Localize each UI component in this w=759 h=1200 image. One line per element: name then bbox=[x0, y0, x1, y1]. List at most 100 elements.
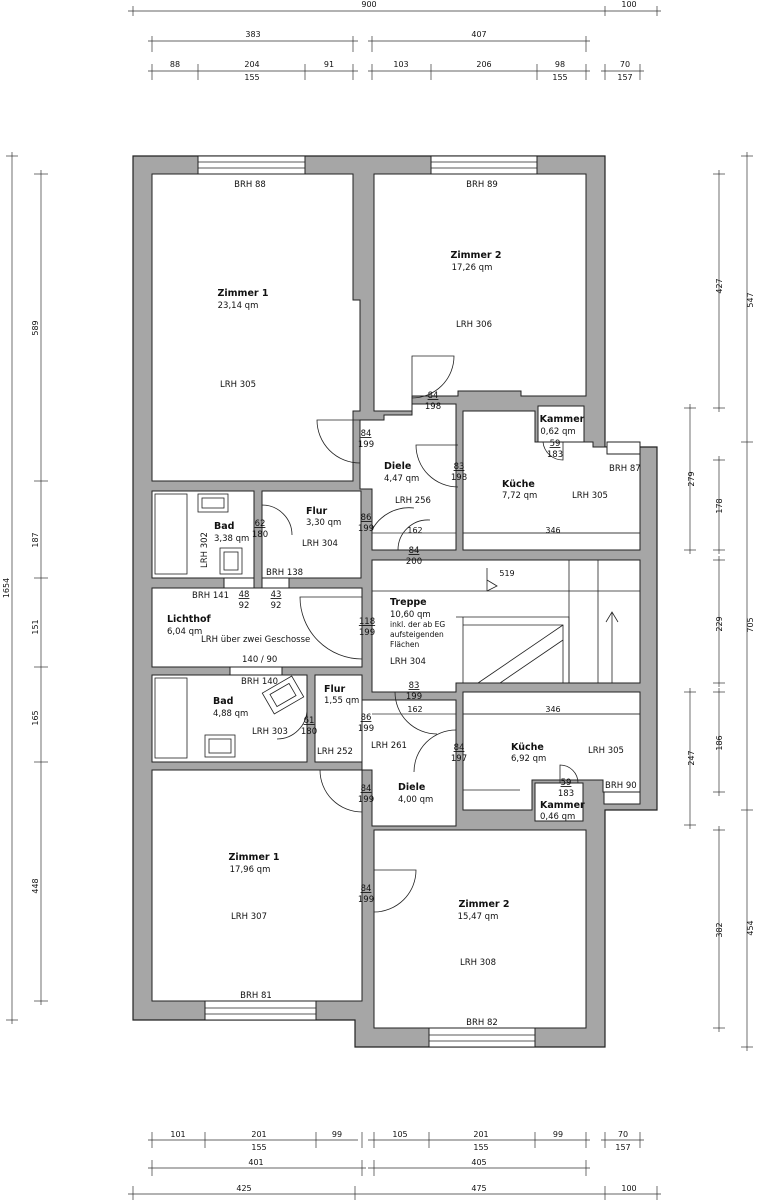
dim-left-1654: 1654 bbox=[2, 578, 11, 598]
door-height-d15: 183 bbox=[558, 789, 574, 799]
dim-left-448: 448 bbox=[31, 878, 40, 893]
dim-bottom-155a: 155 bbox=[251, 1143, 266, 1152]
lrh-lichthof: LRH über zwei Geschosse bbox=[201, 635, 310, 645]
dim-bottom-201a: 201 bbox=[251, 1130, 266, 1139]
brh-zimmer1-top: BRH 88 bbox=[234, 180, 266, 190]
brh-kueche-top: BRH 87 bbox=[609, 464, 641, 474]
room-area-flur-top: 3,30 qm bbox=[306, 518, 341, 528]
dim-inner-162-top: 162 bbox=[407, 526, 422, 535]
room-area-kammer-top: 0,62 qm bbox=[540, 427, 575, 437]
lrh-zimmer2-bottom: LRH 308 bbox=[460, 958, 496, 968]
dim-inner-346-bottom: 346 bbox=[545, 705, 560, 714]
room-name-flur-bottom: Flur bbox=[324, 684, 346, 695]
dim-top-155b: 155 bbox=[552, 73, 567, 82]
lrh-bad-top: LRH 302 bbox=[200, 532, 210, 568]
lrh-zimmer2-top: LRH 306 bbox=[456, 320, 492, 330]
room-name-lichthof: Lichthof bbox=[167, 614, 212, 625]
door-height-d14: 197 bbox=[451, 754, 467, 764]
room-name-kammer-top: Kammer bbox=[540, 414, 585, 425]
dim-top-383: 383 bbox=[245, 30, 260, 39]
room-area-zimmer2-top: 17,26 qm bbox=[452, 263, 493, 273]
room-name-kueche-top: Küche bbox=[502, 479, 535, 490]
dim-top-91: 91 bbox=[324, 60, 334, 69]
door-width-d11: 83 bbox=[409, 681, 420, 691]
door-height-d16: 199 bbox=[358, 795, 374, 805]
room-area-zimmer1-bottom: 17,96 qm bbox=[230, 865, 271, 875]
door-height-d3: 198 bbox=[451, 473, 467, 483]
lrh-diele-bottom: LRH 261 bbox=[371, 741, 407, 751]
brh-zimmer2-bottom: BRH 82 bbox=[466, 1018, 498, 1028]
dim-bottom-99b: 99 bbox=[553, 1130, 563, 1139]
room-name-bad-top: Bad bbox=[214, 521, 234, 532]
door-width-d8: 48 bbox=[239, 590, 250, 600]
note-treppe-2: aufsteigenden bbox=[390, 630, 444, 639]
dim-inner-346-top: 346 bbox=[545, 526, 560, 535]
room-area-lichthof: 6,04 qm bbox=[167, 627, 202, 637]
door-height-d5: 180 bbox=[252, 530, 268, 540]
dim-right-178: 178 bbox=[715, 498, 724, 513]
dim-top-98: 98 bbox=[555, 60, 565, 69]
brh-zimmer2-top: BRH 89 bbox=[466, 180, 498, 190]
room-name-kammer-bottom: Kammer bbox=[540, 800, 585, 811]
door-width-d6: 86 bbox=[361, 513, 372, 523]
door-height-d7: 200 bbox=[406, 557, 422, 567]
dim-top-900: 900 bbox=[361, 0, 376, 9]
door-width-d15: 59 bbox=[561, 778, 572, 788]
dim-right-229: 229 bbox=[715, 616, 724, 631]
door-height-d4: 183 bbox=[547, 450, 563, 460]
room-area-diele-bottom: 4,00 qm bbox=[398, 795, 433, 805]
lrh-zimmer1-bottom: LRH 307 bbox=[231, 912, 267, 922]
lrh-zimmer1-top: LRH 305 bbox=[220, 380, 256, 390]
brh-flur-top: BRH 138 bbox=[266, 568, 303, 578]
dim-bottom-475: 475 bbox=[471, 1184, 486, 1193]
dim-left-151: 151 bbox=[31, 619, 40, 634]
brh-kueche-bottom: BRH 90 bbox=[605, 781, 637, 791]
dim-right-427: 427 bbox=[715, 278, 724, 293]
lrh-bad-bottom: LRH 303 bbox=[252, 727, 288, 737]
dim-bottom-101: 101 bbox=[170, 1130, 185, 1139]
dim-left-187: 187 bbox=[31, 532, 40, 547]
dim-left-165: 165 bbox=[31, 710, 40, 725]
room-area-diele-top: 4,47 qm bbox=[384, 474, 419, 484]
door-width-d16: 84 bbox=[361, 784, 372, 794]
door-height-d12: 180 bbox=[301, 727, 317, 737]
door-labels: 84 199 84 198 83 198 59 183 62 180 86 19… bbox=[239, 391, 575, 905]
dim-inner-162-bottom: 162 bbox=[407, 705, 422, 714]
room-area-zimmer1-top: 23,14 qm bbox=[218, 301, 259, 311]
room-name-zimmer1-bottom: Zimmer 1 bbox=[229, 852, 280, 863]
dim-right-454: 454 bbox=[746, 920, 755, 935]
dim-bottom-401: 401 bbox=[248, 1158, 263, 1167]
lrh-diele-top: LRH 256 bbox=[395, 496, 431, 506]
door-width-d10: 118 bbox=[359, 617, 375, 627]
door-height-d1: 199 bbox=[358, 440, 374, 450]
door-height-d10: 199 bbox=[359, 628, 375, 638]
lrh-flur-bottom: LRH 252 bbox=[317, 747, 353, 757]
windows bbox=[197, 155, 641, 1048]
room-name-diele-top: Diele bbox=[384, 461, 411, 472]
dim-right-382: 382 bbox=[715, 922, 724, 937]
dim-left-589: 589 bbox=[31, 320, 40, 335]
dim-top-103: 103 bbox=[393, 60, 408, 69]
door-height-d17: 199 bbox=[358, 895, 374, 905]
door-width-d1: 84 bbox=[361, 429, 372, 439]
lrh-kueche-bottom: LRH 305 bbox=[588, 746, 624, 756]
dim-top-155a: 155 bbox=[244, 73, 259, 82]
dim-top-70: 70 bbox=[620, 60, 630, 69]
dim-right-186: 186 bbox=[715, 735, 724, 750]
dim-bottom-425: 425 bbox=[236, 1184, 251, 1193]
dim-bottom-157: 157 bbox=[615, 1143, 630, 1152]
dim-top-100: 100 bbox=[621, 0, 636, 9]
dim-bottom-155b: 155 bbox=[473, 1143, 488, 1152]
dim-top-407: 407 bbox=[471, 30, 486, 39]
dim-top-157: 157 bbox=[617, 73, 632, 82]
room-area-bad-top: 3,38 qm bbox=[214, 534, 249, 544]
room-name-flur-top: Flur bbox=[306, 506, 328, 517]
brh-bad-bottom: BRH 140 bbox=[241, 677, 278, 687]
room-name-zimmer2-top: Zimmer 2 bbox=[451, 250, 502, 261]
dim-bottom-99a: 99 bbox=[332, 1130, 342, 1139]
door-width-d9: 43 bbox=[271, 590, 282, 600]
room-name-diele-bottom: Diele bbox=[398, 782, 425, 793]
door-width-d12: 61 bbox=[304, 716, 315, 726]
lrh-treppe: LRH 304 bbox=[390, 657, 426, 667]
